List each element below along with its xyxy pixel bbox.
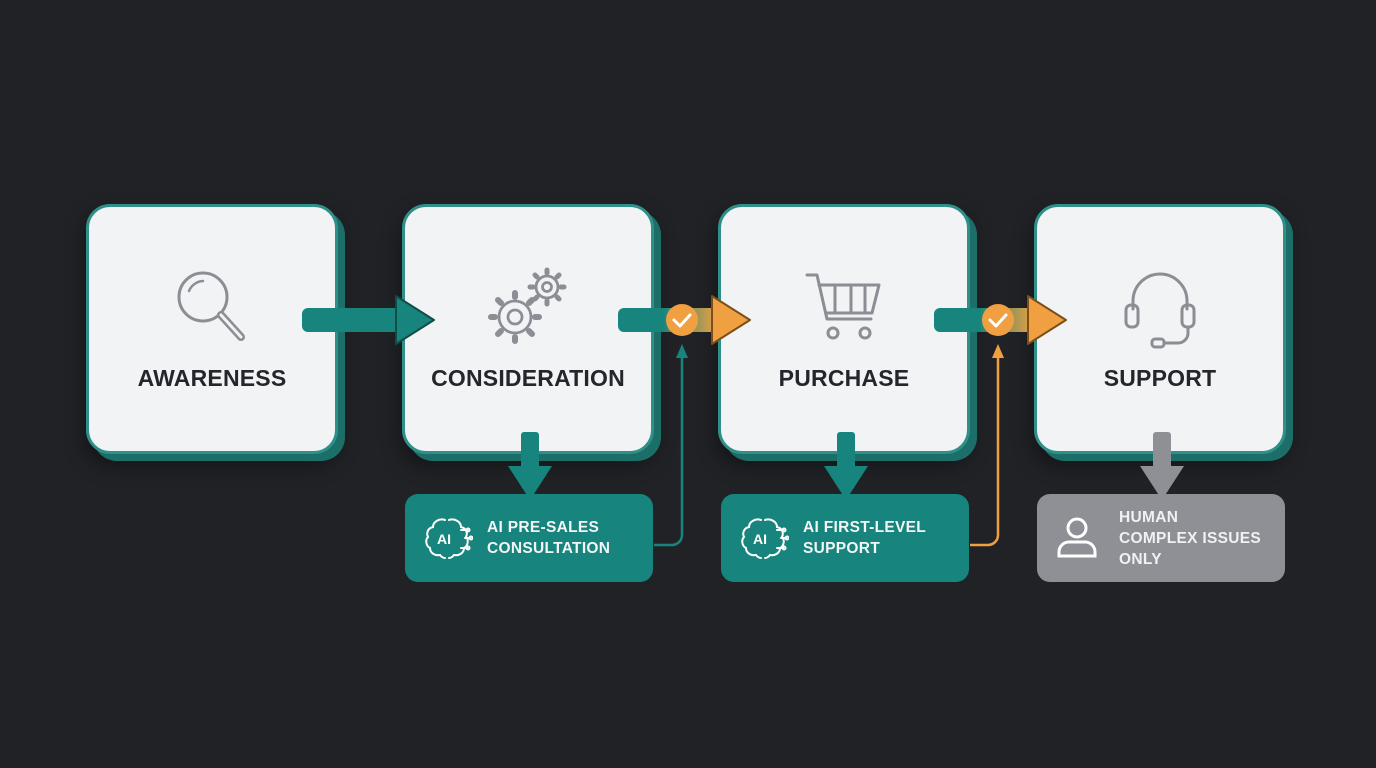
- arrow-awareness-to-consideration: [302, 295, 435, 345]
- checkmark-badge-icon: [982, 304, 1014, 336]
- stage-label: PURCHASE: [778, 365, 910, 391]
- headset-icon: [1124, 272, 1196, 349]
- down-arrow-consideration: [508, 432, 552, 500]
- sub-box-line: AI FIRST-LEVEL: [803, 519, 927, 536]
- stage-label: CONSIDERATION: [431, 365, 625, 391]
- return-line-pre-sales: [654, 344, 688, 547]
- stage-support: SUPPORT: [1034, 204, 1286, 454]
- stage-purchase: PURCHASE: [718, 204, 970, 454]
- sub-box-line: AI PRE-SALES: [487, 519, 600, 536]
- sub-box-line: CONSULTATION: [487, 540, 611, 557]
- sub-box-label: HUMAN COMPLEX ISSUES ONLY: [1119, 507, 1261, 570]
- sub-box-ai-pre-sales: AI AI PRE-SALES CONSULTATION: [405, 494, 653, 582]
- stage-consideration: CONSIDERATION: [402, 204, 654, 454]
- sub-box-line: COMPLEX ISSUES: [1119, 529, 1262, 547]
- sub-box-line: SUPPORT: [803, 540, 881, 557]
- sub-box-line: ONLY: [1119, 550, 1162, 568]
- ai-brain-icon: AI: [741, 518, 789, 559]
- gears-icon: [488, 267, 567, 344]
- down-arrow-purchase: [824, 432, 868, 500]
- stage-awareness: AWARENESS: [86, 204, 338, 454]
- shopping-cart-icon: [805, 273, 881, 340]
- sub-box-label: AI FIRST-LEVEL SUPPORT: [803, 517, 926, 559]
- stage-label: SUPPORT: [1103, 365, 1217, 391]
- stage-label: AWARENESS: [137, 365, 287, 391]
- ai-badge-text: AI: [437, 531, 451, 547]
- checkmark-badge-icon: [666, 304, 698, 336]
- sub-box-human: HUMAN COMPLEX ISSUES ONLY: [1037, 494, 1285, 582]
- arrow-purchase-to-support: [934, 295, 1067, 345]
- sub-box-line: HUMAN: [1119, 508, 1179, 526]
- sub-box-label: AI PRE-SALES CONSULTATION: [487, 517, 610, 559]
- down-arrow-support: [1140, 432, 1184, 500]
- person-icon: [1057, 517, 1097, 558]
- return-line-first-level: [970, 344, 1004, 547]
- ai-brain-icon: AI: [425, 518, 473, 559]
- arrow-consideration-to-purchase: [618, 295, 751, 345]
- sub-box-ai-first-level: AI AI FIRST-LEVEL SUPPORT: [721, 494, 969, 582]
- ai-badge-text: AI: [753, 531, 767, 547]
- magnifier-icon: [177, 271, 245, 341]
